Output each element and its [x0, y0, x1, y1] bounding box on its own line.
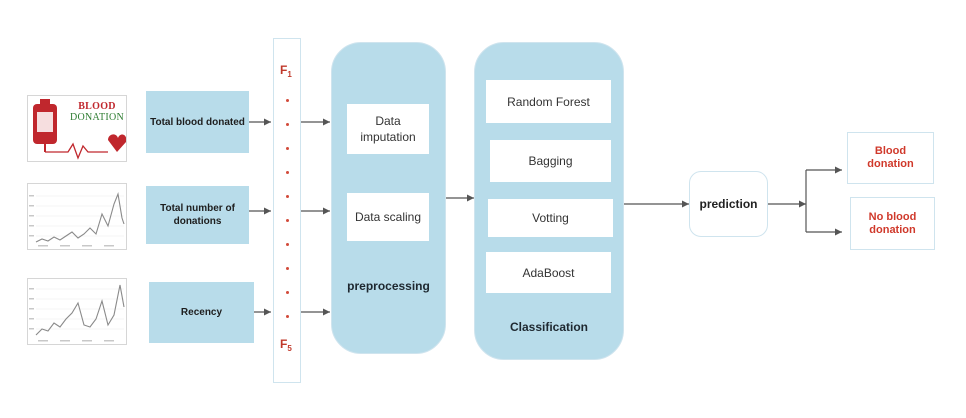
- feature-dot: [286, 291, 289, 294]
- donations-line-chart-thumbnail: [27, 183, 127, 250]
- feature-dot: [286, 99, 289, 102]
- feature-vector-column: F1 F5: [273, 38, 301, 383]
- feature-recency: Recency: [149, 282, 254, 343]
- step-data-imputation: Data imputation: [347, 104, 429, 154]
- output-no-blood-donation: No blood donation: [850, 197, 935, 250]
- prediction-box: prediction: [689, 171, 768, 237]
- blood-logo-text-1: BLOOD: [78, 101, 116, 112]
- line-chart-icon: [29, 191, 125, 247]
- blood-donation-logo-image: BLOOD DONATION: [27, 95, 127, 162]
- feature-total-blood-donated: Total blood donated: [146, 91, 249, 153]
- blood-bag-icon: [33, 99, 126, 160]
- step-data-scaling: Data scaling: [347, 193, 429, 241]
- classification-label: Classification: [509, 320, 589, 334]
- model-adaboost: AdaBoost: [486, 252, 611, 293]
- blood-logo-text-2: DONATION: [69, 112, 125, 123]
- feature-dot: [286, 171, 289, 174]
- feature-dot: [286, 243, 289, 246]
- feature-label-f5: F5: [280, 337, 292, 353]
- feature-label-f1: F1: [280, 63, 292, 79]
- feature-total-number-of-donations: Total number of donations: [146, 186, 249, 244]
- feature-dot: [286, 195, 289, 198]
- line-chart-icon: [29, 284, 125, 342]
- recency-line-chart-thumbnail: [27, 278, 127, 345]
- preprocessing-label: preprocessing: [347, 279, 430, 293]
- feature-dot: [286, 147, 289, 150]
- feature-dot: [286, 315, 289, 318]
- model-random-forest: Random Forest: [486, 80, 611, 123]
- model-votting: Votting: [488, 199, 613, 237]
- feature-dot: [286, 123, 289, 126]
- feature-dot: [286, 219, 289, 222]
- model-bagging: Bagging: [490, 140, 611, 182]
- feature-dot: [286, 267, 289, 270]
- output-blood-donation: Blood donation: [847, 132, 934, 184]
